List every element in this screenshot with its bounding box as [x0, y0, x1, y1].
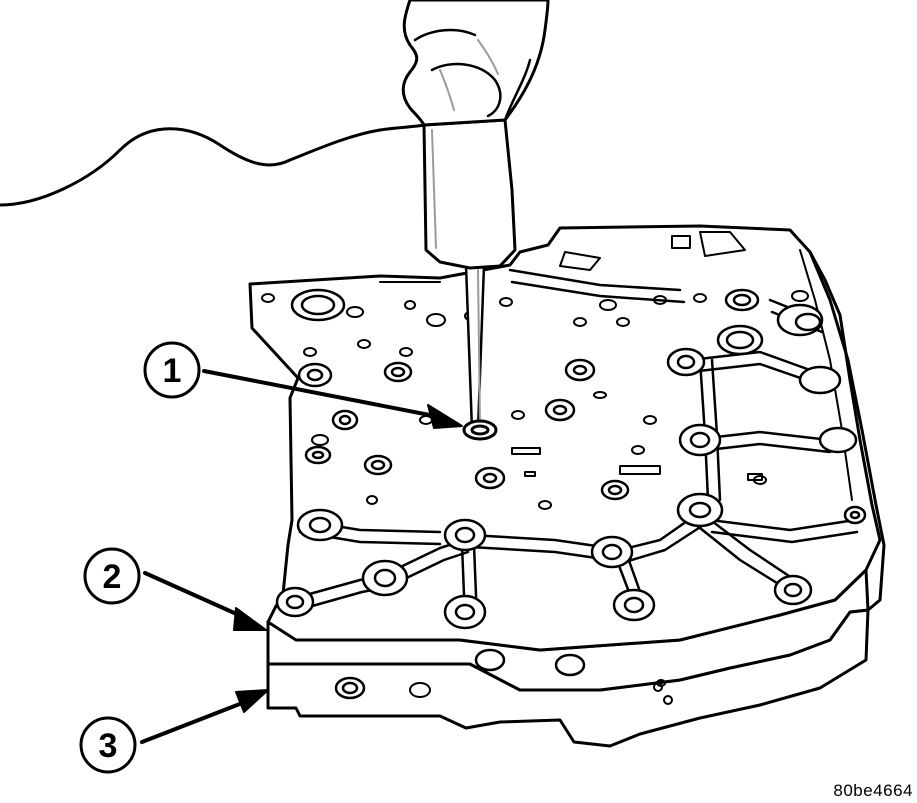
callout-3-label: 3	[99, 727, 118, 765]
tool-handle	[422, 118, 517, 270]
right-edge-inner	[799, 249, 853, 501]
callout-3	[79, 689, 269, 774]
slots	[379, 231, 763, 481]
reference-code: 80be4664	[833, 781, 913, 800]
callout-1-arrowhead	[427, 404, 463, 429]
callout-3-circle	[79, 716, 137, 774]
callout-2-leader	[143, 571, 252, 622]
hand-with-tool	[0, 0, 550, 441]
callout-1-circle	[143, 341, 201, 399]
callout-3-leader	[140, 698, 252, 744]
right-edge	[808, 250, 886, 612]
valve-body-assembly	[248, 224, 886, 748]
small-holes	[261, 290, 809, 705]
callout-1-leader	[202, 369, 447, 420]
callout-2-arrowhead	[233, 607, 267, 631]
callout-1	[143, 341, 463, 429]
bolt-bosses	[275, 288, 867, 700]
callout-1-label: 1	[163, 352, 182, 390]
callout-2-label: 2	[103, 558, 122, 596]
callout-3-arrowhead	[235, 689, 269, 713]
callout-2-circle	[83, 547, 141, 605]
callout-2	[83, 547, 267, 631]
